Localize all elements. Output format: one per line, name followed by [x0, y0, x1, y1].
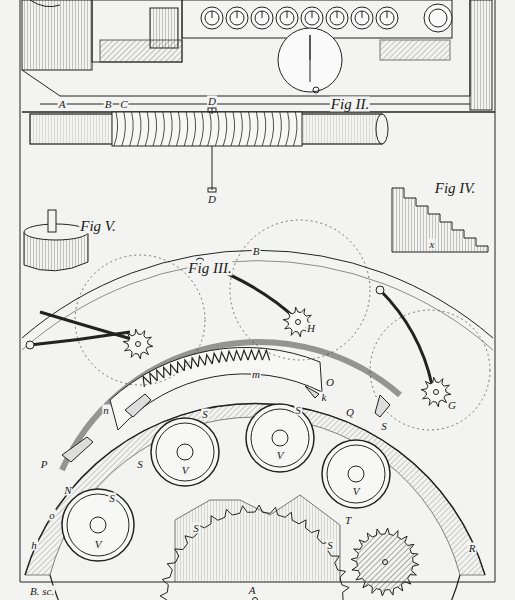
- callout-letter: H: [306, 323, 316, 334]
- figure-label: Fig III.: [187, 261, 232, 276]
- callout-letter: N: [63, 485, 72, 496]
- callout-letter: n: [102, 405, 110, 416]
- callout-letter: V: [276, 450, 285, 461]
- callout-letter: S: [326, 540, 334, 551]
- callout-letter: S: [294, 405, 302, 416]
- callout-letter: k: [321, 392, 328, 403]
- callout-letter: R: [468, 543, 477, 554]
- callout-letter: B: [252, 246, 261, 257]
- callout-letter: T: [344, 515, 352, 526]
- figure-label: Fig II.: [330, 97, 370, 112]
- callout-letter: V: [181, 465, 190, 476]
- callout-letter: C: [119, 99, 128, 110]
- callout-letter: h: [30, 540, 38, 551]
- callout-letter: G: [447, 400, 457, 411]
- callout-letter: B. sc.: [29, 586, 55, 597]
- callout-letter: Q: [345, 407, 355, 418]
- callout-letter: D: [207, 96, 217, 107]
- callout-letter: S: [201, 409, 209, 420]
- callout-letter: O: [325, 377, 335, 388]
- callout-letter: P: [40, 459, 49, 470]
- callout-letter: S: [192, 523, 200, 534]
- callout-letter: V: [352, 486, 361, 497]
- callout-letter: S: [380, 421, 388, 432]
- callout-letter: A: [248, 585, 257, 596]
- callout-letter: o: [48, 510, 56, 521]
- callout-letter: A: [58, 99, 67, 110]
- callout-letter: B: [104, 99, 113, 110]
- callout-letter: V: [94, 539, 103, 550]
- callout-letter: S: [136, 459, 144, 470]
- callout-letter: x: [429, 239, 436, 250]
- callout-letter: S: [108, 493, 116, 504]
- figure-label: Fig IV.: [434, 181, 477, 196]
- callout-letter: D: [207, 194, 217, 205]
- figure-label: Fig V.: [79, 219, 117, 234]
- callout-letter: m: [251, 369, 261, 380]
